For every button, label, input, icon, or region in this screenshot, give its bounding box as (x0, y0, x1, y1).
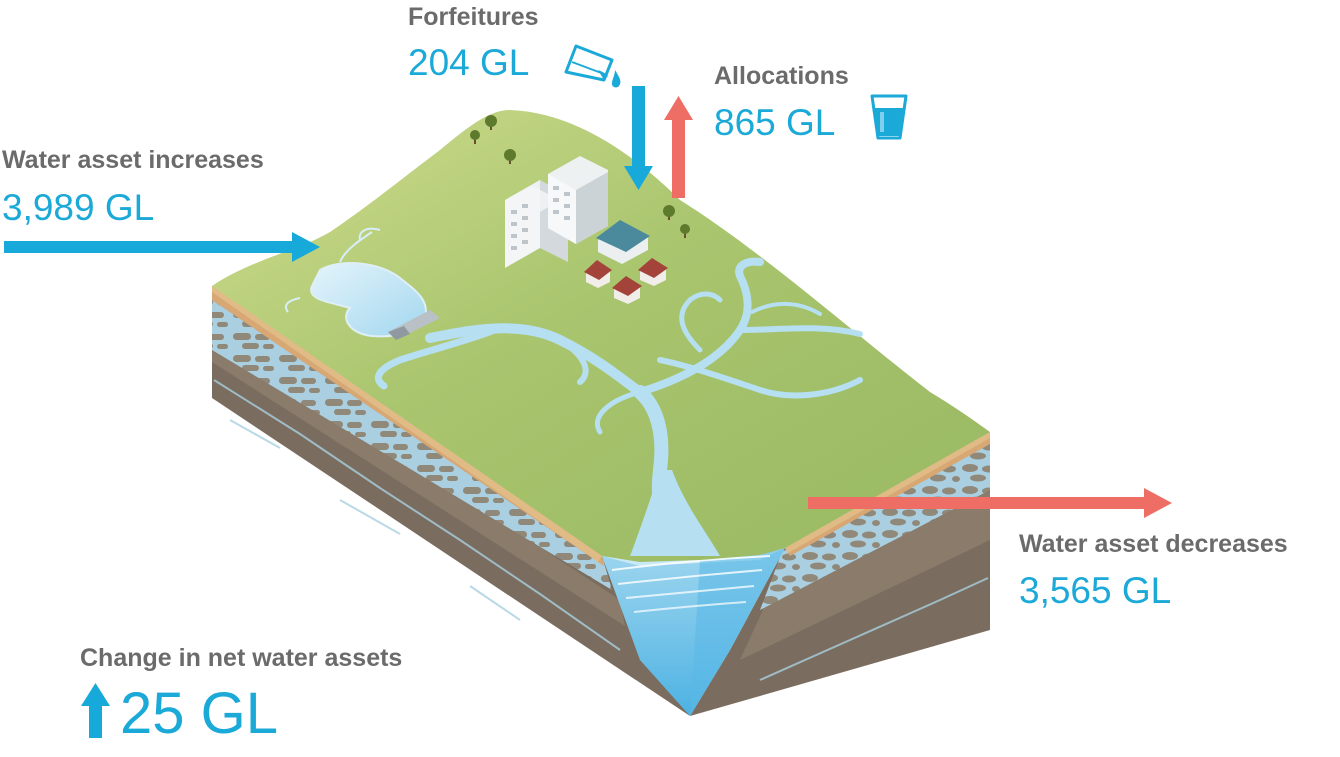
forfeitures-arrow (624, 86, 653, 190)
water-asset-increases-label: Water asset increases (2, 146, 264, 174)
water-asset-decreases-value: 3,565 GL (1019, 570, 1172, 611)
spilling-glass-icon (564, 44, 621, 88)
allocations-value: 865 GL (714, 102, 836, 143)
forfeitures-label: Forfeitures (408, 3, 539, 31)
water-asset-decreases-label: Water asset decreases (1019, 530, 1288, 558)
land-surface (212, 110, 990, 562)
town-buildings (505, 156, 668, 304)
water-asset-decreases-arrow (808, 488, 1172, 518)
allocations-label: Allocations (714, 62, 849, 90)
water-asset-increases-arrow (4, 232, 320, 262)
water-asset-increases-value: 3,989 GL (2, 187, 155, 228)
net-change-value: 25 GL (120, 681, 278, 746)
forfeitures-value: 204 GL (408, 42, 530, 83)
net-change-label: Change in net water assets (80, 644, 403, 672)
allocations-arrow (664, 96, 693, 198)
water-glass-icon (870, 94, 908, 140)
reservoir (284, 227, 440, 340)
trees (470, 115, 690, 238)
net-change-up-arrow (81, 683, 110, 738)
